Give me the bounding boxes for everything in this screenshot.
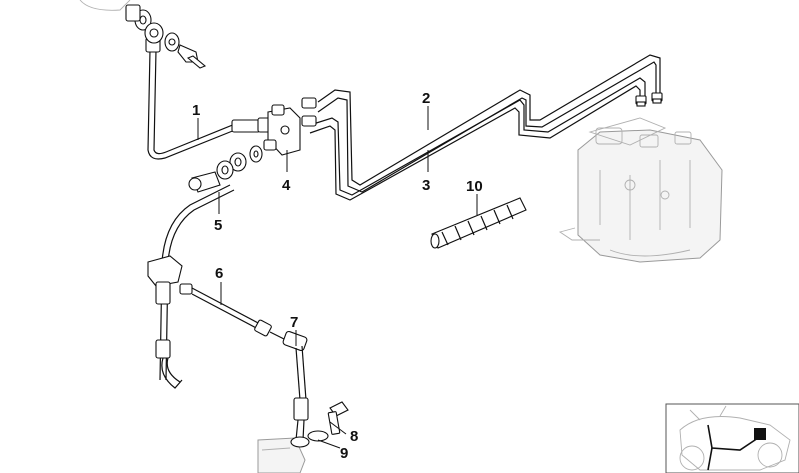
- brake-hose-7: [282, 330, 309, 441]
- pipe-end-fittings: [301, 92, 663, 127]
- callout-6: 6: [215, 265, 223, 282]
- leader-lines: [197, 106, 478, 449]
- brake-hose-1: [145, 37, 273, 160]
- callout-2: 2: [422, 90, 430, 107]
- callout-10: 10: [466, 178, 483, 195]
- brake-pipe-6: [179, 283, 291, 343]
- caliper-ghost: [257, 437, 306, 473]
- brake-pipe-2: [317, 54, 661, 193]
- banjo-assembly-5: [188, 152, 247, 193]
- callout-8: 8: [350, 428, 358, 445]
- callout-9: 9: [340, 445, 348, 462]
- callout-3: 3: [422, 177, 430, 194]
- distributor-block-4: [249, 104, 301, 163]
- abs-unit-ghost: [558, 117, 723, 263]
- callout-7: 7: [290, 314, 298, 331]
- bleeder-8-9: [290, 401, 349, 448]
- top-banjo-assembly: [125, 4, 207, 69]
- spiral-sleeve-10: [430, 197, 527, 249]
- motorcycle-inset-thumbnail: [665, 403, 799, 473]
- brake-pipe-3: [309, 77, 646, 201]
- brake-hose-5: [147, 184, 235, 389]
- callout-5: 5: [214, 217, 222, 234]
- callout-1: 1: [192, 102, 200, 119]
- callout-4: 4: [282, 177, 291, 194]
- callout-labels: 1 2 3 4 5 6 7 8 9 10: [192, 90, 483, 462]
- mount-ghost: [79, 0, 131, 11]
